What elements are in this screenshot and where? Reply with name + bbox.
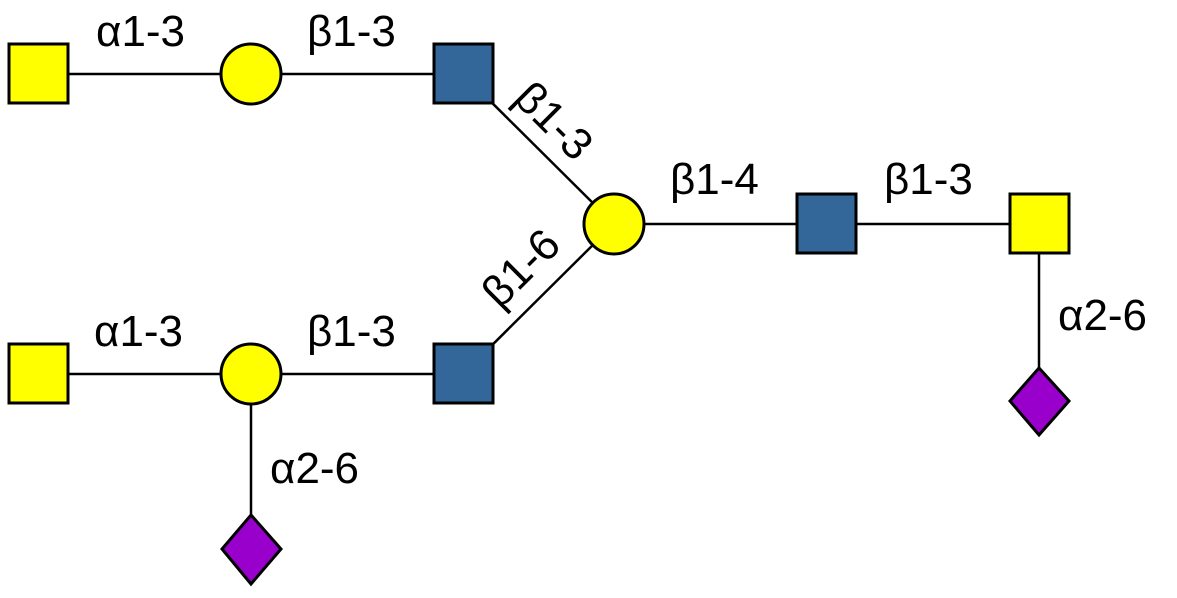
galnac-square-bottom-left — [7, 342, 70, 405]
label-top-b13: β1-3 — [307, 7, 396, 56]
neuac-diamond-bottom — [220, 512, 283, 587]
galnac-square-right — [1008, 192, 1071, 255]
label-bottom-a26: α2-6 — [270, 444, 359, 493]
label-bottom-a13: α1-3 — [94, 307, 183, 356]
label-branch-b13: β1-3 — [505, 72, 603, 170]
neuac-diamond-right — [1008, 365, 1072, 438]
gal-circle-core — [582, 192, 646, 256]
galnac-square-top-left — [7, 42, 70, 105]
label-top-a13: α1-3 — [96, 7, 185, 56]
glcnac-square-bottom — [432, 342, 495, 405]
label-right-a26: α2-6 — [1058, 291, 1147, 340]
label-branch-b16: β1-6 — [472, 220, 570, 318]
label-bottom-b13: β1-3 — [307, 307, 396, 356]
label-main-b13: β1-3 — [884, 155, 973, 204]
gal-circle-top — [219, 42, 283, 106]
glcnac-square-top — [432, 42, 495, 105]
glcnac-square-main — [795, 192, 858, 255]
label-main-b14: β1-4 — [670, 155, 759, 204]
gal-circle-bottom — [219, 342, 283, 406]
